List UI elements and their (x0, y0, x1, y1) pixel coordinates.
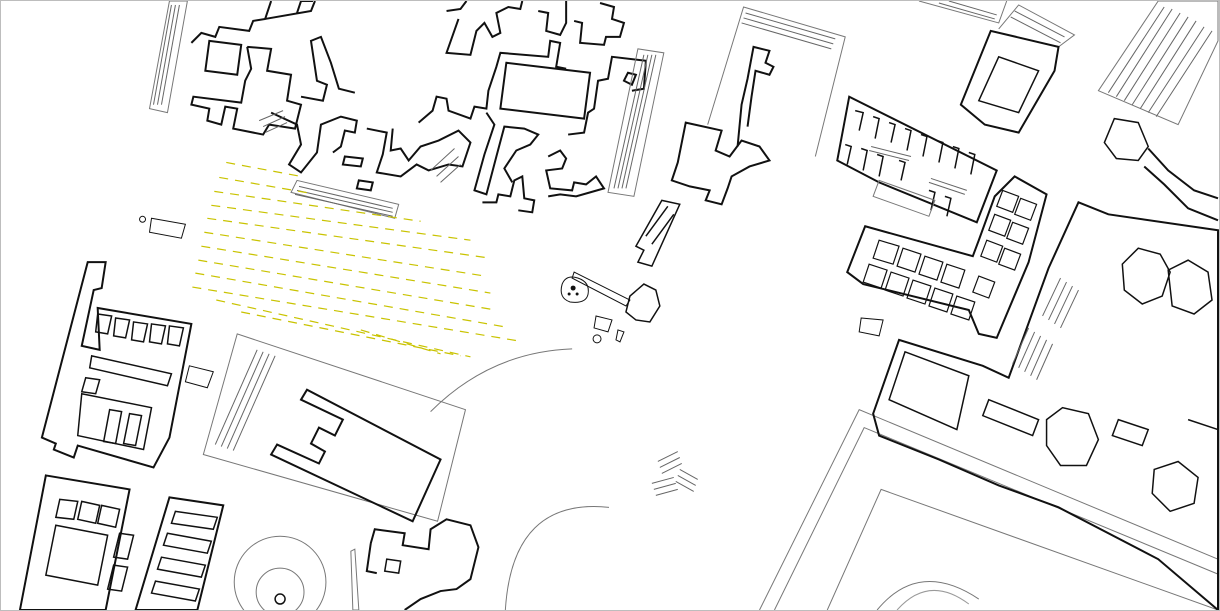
bath-complex-east (872, 201, 1219, 610)
central-monuments (560, 199, 681, 343)
building-south-centre (350, 518, 480, 610)
insula-south-west (18, 474, 327, 610)
insula-east (846, 175, 1048, 340)
plaza-arc-upper (430, 348, 573, 413)
building-north-central (670, 6, 846, 206)
barracks-north-east (836, 95, 998, 224)
temple-precinct (759, 409, 1219, 610)
radial-steps (651, 451, 698, 496)
building-cluster-north-west (148, 1, 665, 219)
building-north-east-corner (918, 1, 1219, 222)
plaza-arc-lower (504, 506, 610, 610)
colonnade-building-left (202, 333, 467, 523)
insula-west (40, 261, 193, 469)
planted-field-rows (192, 161, 519, 358)
small-markers (139, 215, 884, 389)
